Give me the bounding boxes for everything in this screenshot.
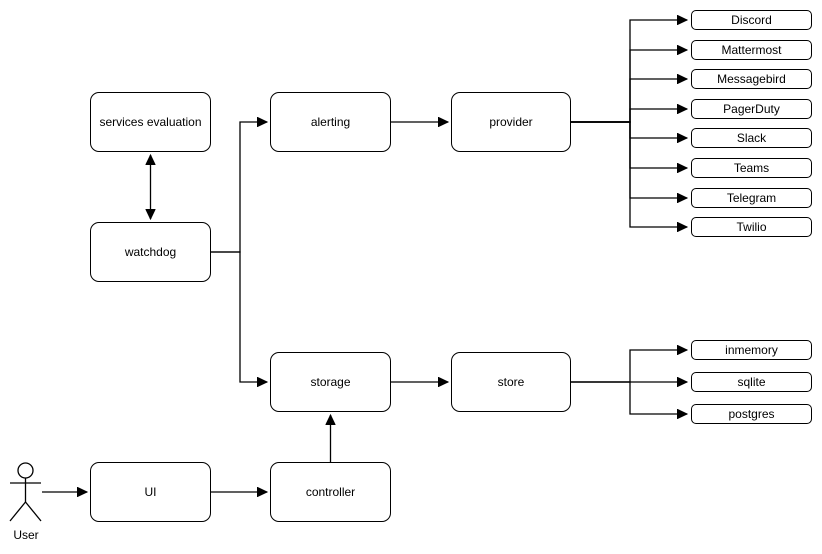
user-actor-label: User	[13, 528, 39, 542]
leaf-slack: Slack	[691, 128, 812, 148]
edge-store-inmemory	[571, 350, 687, 383]
leaf-twilio: Twilio	[691, 217, 812, 237]
edge-provider-messagebird	[571, 79, 687, 123]
edge-provider-teams	[571, 121, 687, 168]
actor-leg-right	[24, 501, 42, 522]
node-alerting: alerting	[270, 92, 391, 152]
leaf-messagebird: Messagebird	[691, 69, 812, 89]
user-actor-icon	[9, 462, 42, 522]
edge-watchdog-storage	[211, 251, 267, 382]
edge-provider-twilio	[571, 121, 687, 227]
node-controller: controller	[270, 462, 391, 522]
leaf-sqlite: sqlite	[691, 372, 812, 392]
leaf-telegram: Telegram	[691, 188, 812, 208]
edge-provider-slack	[571, 121, 687, 138]
leaf-discord: Discord	[691, 10, 812, 30]
actor-leg-left	[9, 501, 27, 522]
node-store: store	[451, 352, 571, 412]
edge-watchdog-alerting	[211, 122, 267, 253]
edge-provider-mattermost	[571, 50, 687, 123]
edge-provider-pagerduty	[571, 109, 687, 123]
edge-provider-discord	[571, 20, 687, 123]
node-services-evaluation: services evaluation	[90, 92, 211, 152]
leaf-pagerduty: PagerDuty	[691, 99, 812, 119]
node-watchdog: watchdog	[90, 222, 211, 282]
leaf-inmemory: inmemory	[691, 340, 812, 360]
node-ui: UI	[90, 462, 211, 522]
leaf-postgres: postgres	[691, 404, 812, 424]
leaf-teams: Teams	[691, 158, 812, 178]
edge-store-postgres	[571, 381, 687, 414]
node-storage: storage	[270, 352, 391, 412]
edge-provider-telegram	[571, 121, 687, 198]
leaf-mattermost: Mattermost	[691, 40, 812, 60]
actor-head	[17, 462, 34, 479]
node-provider: provider	[451, 92, 571, 152]
